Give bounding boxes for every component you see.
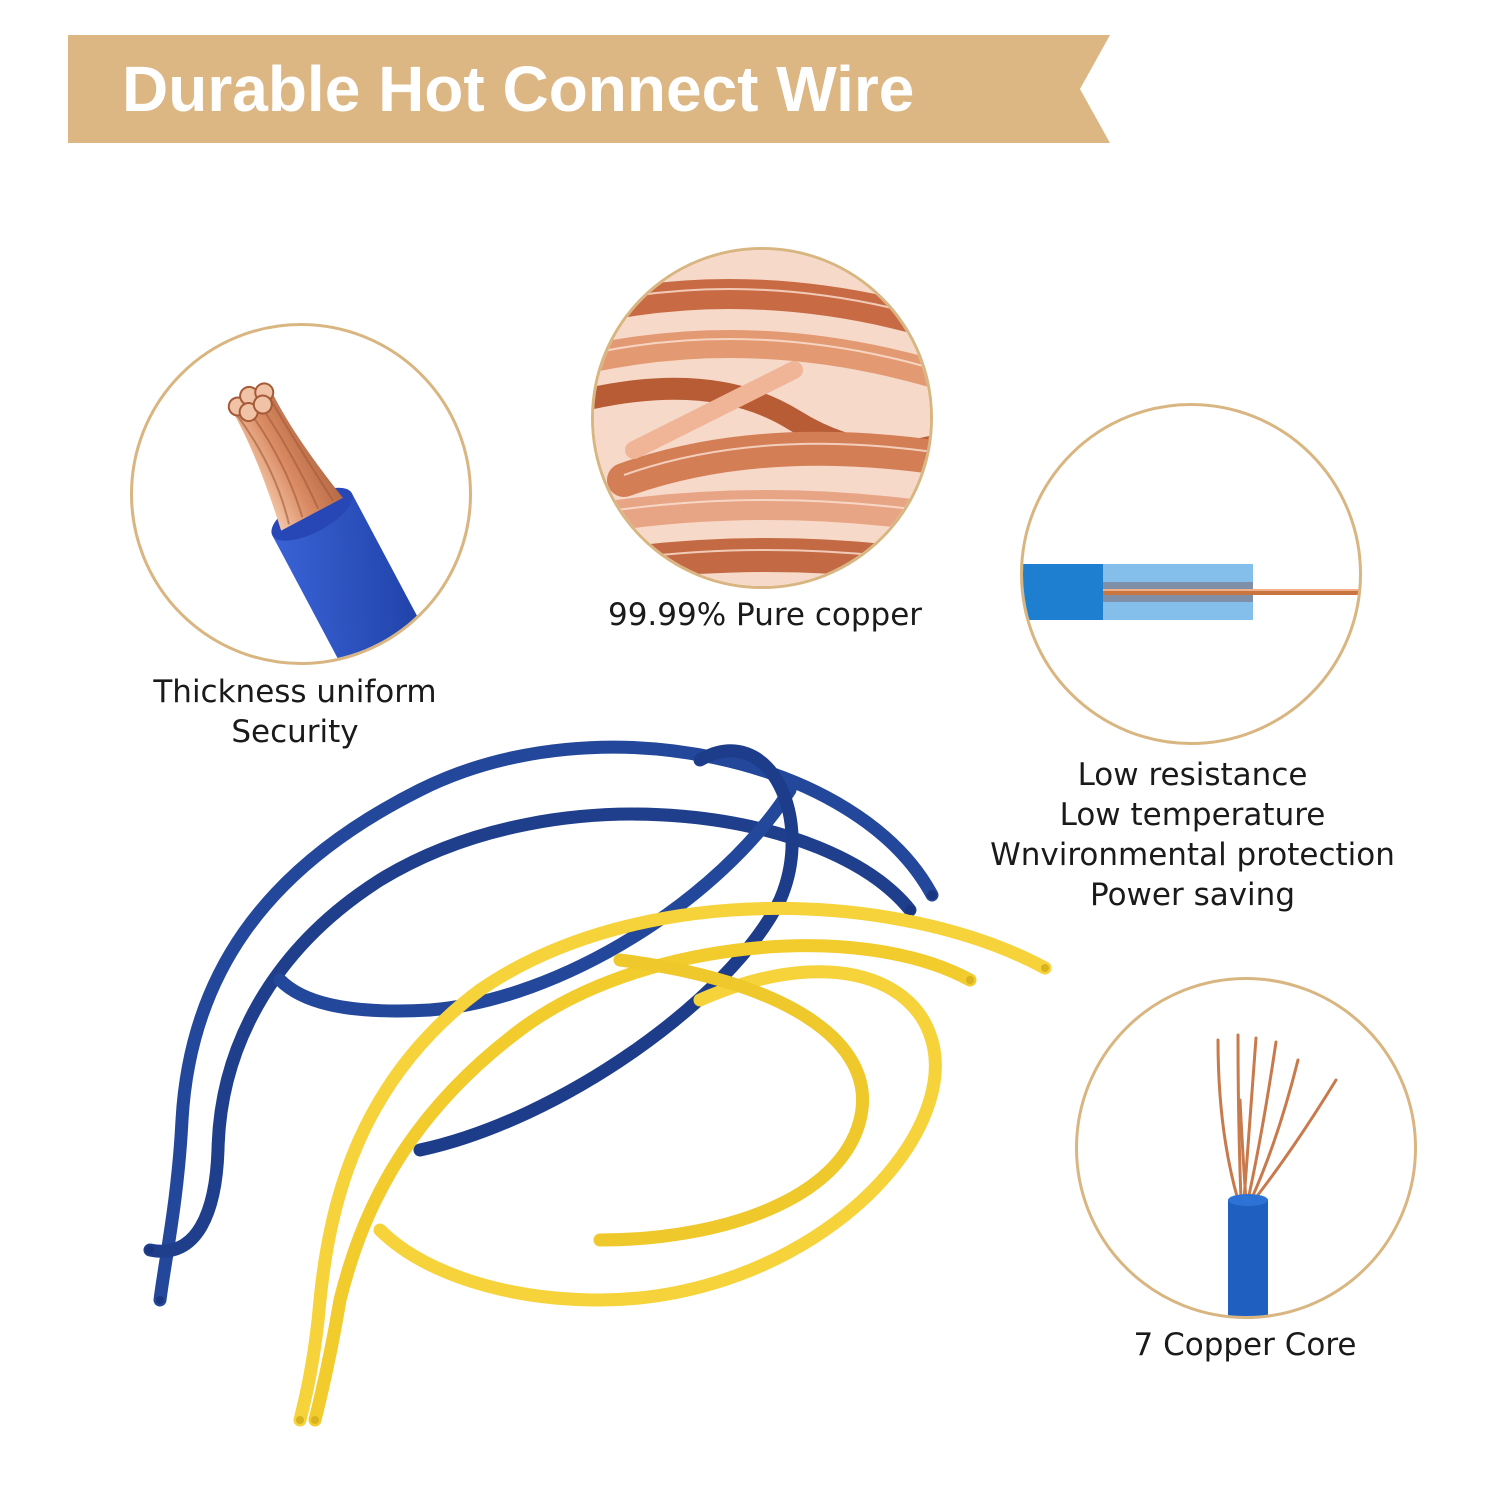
yellow-wire bbox=[293, 901, 1052, 1427]
resistance-caption-line: Wnvironmental protection bbox=[990, 837, 1395, 873]
copper-caption-line: 99.99% Pure copper bbox=[607, 597, 923, 633]
resistance-caption-line: Power saving bbox=[1089, 877, 1295, 913]
copper-caption: 99.99% Pure copper bbox=[580, 595, 950, 635]
title-banner: Durable Hot Connect Wire bbox=[0, 0, 1500, 160]
blue-wire bbox=[143, 807, 917, 1258]
yellow-wire bbox=[308, 939, 977, 1427]
blue-wire bbox=[273, 783, 797, 1018]
thickness-caption-line: Thickness uniform bbox=[153, 674, 437, 710]
resistance-caption-line: Low resistance bbox=[1077, 757, 1308, 793]
resistance-caption: Low resistance Low temperature Wnvironme… bbox=[960, 755, 1425, 915]
copper-strands-closeup-icon bbox=[594, 250, 930, 586]
thickness-caption-line: Security bbox=[231, 714, 359, 750]
thickness-caption: Thickness uniform Security bbox=[120, 672, 470, 752]
core-feature-circle bbox=[1075, 977, 1417, 1319]
yellow-wire bbox=[373, 965, 942, 1307]
stranded-wire-end-icon bbox=[227, 382, 441, 662]
seven-core-wire-icon bbox=[1216, 1033, 1338, 1316]
yellow-wire bbox=[593, 953, 869, 1247]
copper-feature-circle bbox=[591, 247, 933, 589]
blue-wire bbox=[413, 744, 799, 1157]
resistance-feature-circle bbox=[1020, 403, 1362, 745]
core-caption-line: 7 Copper Core bbox=[1133, 1327, 1357, 1363]
insulated-wire-cutaway-icon bbox=[1023, 564, 1359, 620]
banner-title: Durable Hot Connect Wire bbox=[122, 53, 915, 125]
resistance-caption-line: Low temperature bbox=[1059, 797, 1326, 833]
banner-ribbon-shape bbox=[68, 35, 1110, 143]
thickness-feature-circle bbox=[130, 323, 472, 665]
core-caption: 7 Copper Core bbox=[1080, 1325, 1410, 1365]
